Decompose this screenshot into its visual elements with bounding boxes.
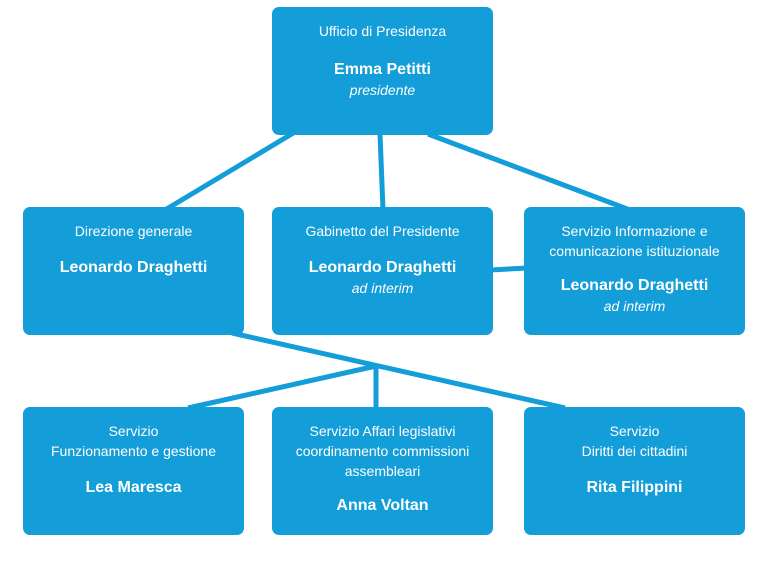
person-name: Emma Petitti — [334, 61, 431, 78]
connector-branch-to-funzionamento — [187, 363, 377, 411]
unit-name: Servizio Informazione e comunicazione is… — [549, 223, 720, 259]
box-servizio-informazione: Servizio Informazione e comunicazione is… — [524, 207, 745, 335]
person-name: Rita Filippini — [586, 479, 683, 496]
connector-top-to-direzione — [163, 126, 302, 213]
person-name: Anna Voltan — [336, 497, 429, 514]
box-direzione-generale: Direzione generale Leonardo Draghetti — [23, 207, 244, 335]
person-name: Leonardo Draghetti — [560, 277, 709, 294]
connector-gabinetto-to-informazione — [489, 265, 528, 273]
person-role: ad interim — [603, 298, 666, 314]
person-name: Lea Maresca — [85, 479, 182, 496]
unit-name: Gabinetto del Presidente — [305, 223, 460, 239]
connector-top-to-gabinetto — [377, 133, 386, 211]
person-name: Leonardo Draghetti — [308, 259, 457, 276]
unit-name: Servizio Affari legislativi coordinament… — [295, 423, 470, 479]
unit-name: Direzione generale — [74, 223, 193, 239]
person-role: presidente — [349, 82, 416, 98]
box-servizio-funzionamento: Servizio Funzionamento e gestione Lea Ma… — [23, 407, 244, 535]
unit-name: Servizio Funzionamento e gestione — [51, 423, 216, 459]
connector-top-to-informazione — [427, 131, 631, 213]
box-gabinetto-presidente: Gabinetto del Presidente Leonardo Draghe… — [272, 207, 493, 335]
unit-name: Ufficio di Presidenza — [318, 23, 447, 39]
connector-direzione-to-diritti — [231, 330, 566, 411]
box-ufficio-presidenza: Ufficio di Presidenza Emma Petitti presi… — [272, 7, 493, 135]
person-name: Leonardo Draghetti — [59, 259, 208, 276]
unit-name: Servizio Diritti dei cittadini — [581, 423, 688, 459]
person-role: ad interim — [351, 280, 414, 296]
box-servizio-affari-legislativi: Servizio Affari legislativi coordinament… — [272, 407, 493, 535]
box-servizio-diritti-cittadini: Servizio Diritti dei cittadini Rita Fili… — [524, 407, 745, 535]
